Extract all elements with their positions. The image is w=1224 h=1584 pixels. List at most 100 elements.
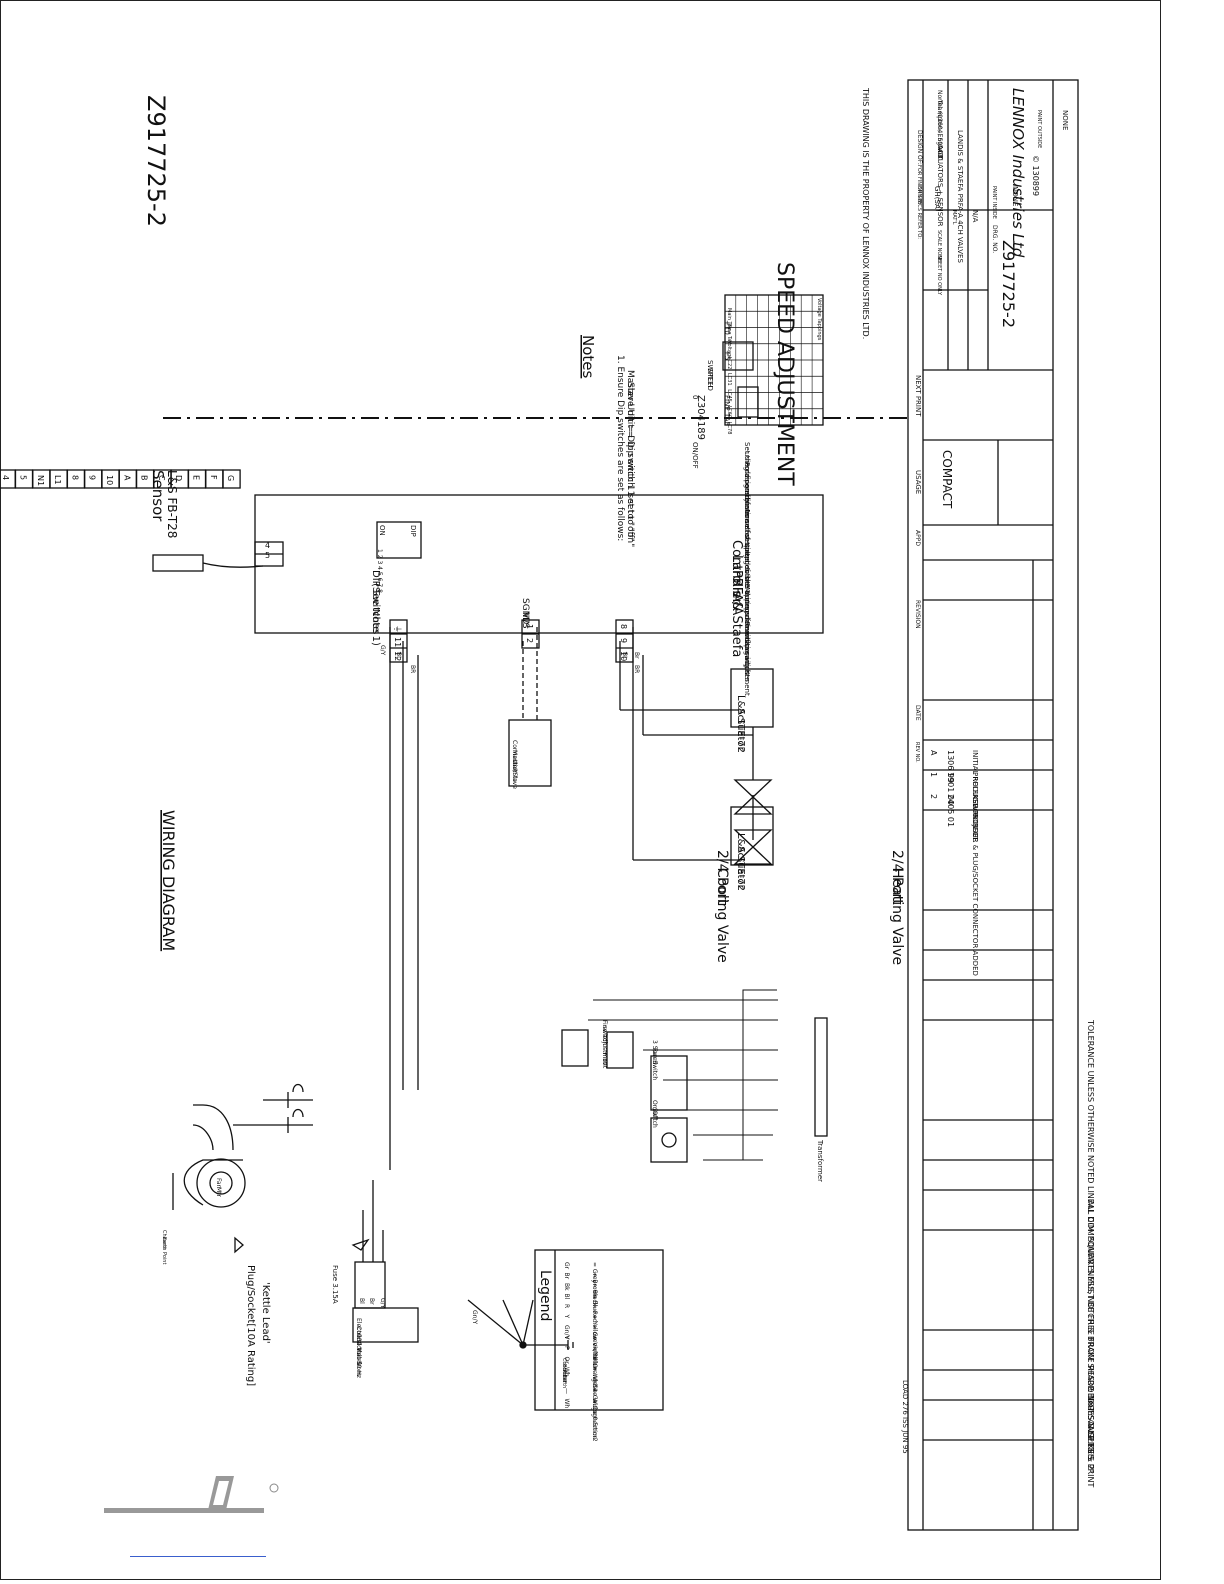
fan-motor: Fan Mtr Chassis Earth Point [161, 1083, 313, 1264]
controller-terminal-c: 8 9 10 [615, 619, 634, 663]
terminal-label: 10 [105, 475, 114, 485]
svg-text:USAGE: USAGE [914, 470, 922, 494]
legend-desc: = Orange [591, 1357, 598, 1386]
svg-text:MAT'L: MAT'L [951, 210, 957, 225]
dip-title: DIP Switches [370, 570, 381, 634]
svg-text:8: 8 [619, 624, 628, 629]
controller-line1: Controller [729, 540, 744, 605]
wiring-diagram-svg: Z917725-2 WIRING DIAGRAM 4 5 Sensor L&S … [0, 79, 1095, 1531]
terminal-label: F [209, 475, 218, 480]
sensor-wire [202, 562, 264, 568]
svg-text:10: 10 [619, 651, 628, 661]
heating-valve-icon [733, 829, 773, 865]
svg-text:For fine adjustment of speed o: For fine adjustment of speed on site dur… [743, 462, 751, 675]
svg-text:Electrical Mains: Electrical Mains [355, 1318, 362, 1365]
svg-text:ACTUATORS + SENSOR: ACTUATORS + SENSOR [936, 145, 944, 227]
legend-desc: = Grey [591, 1262, 598, 1284]
dip-switch [376, 521, 422, 559]
svg-text:BL: BL [395, 652, 402, 660]
legend-code: — [563, 1388, 570, 1394]
cooling-valve-icon [733, 779, 773, 815]
controller-terminal-b: 1 2 SGND M/S [520, 598, 540, 649]
sensor-term-4: 4 [265, 541, 270, 550]
svg-text:N/A: N/A [971, 210, 979, 223]
legend-title: Legend [537, 1270, 553, 1321]
svg-text:Actuator: Actuator [735, 708, 746, 752]
svg-text:L&S STE-72: L&S STE-72 [735, 833, 746, 891]
design-name: LANDIS & STAEFA PRFA-A 4CH VALVES [956, 130, 964, 263]
speed-row-label: LC22 [726, 357, 732, 370]
svg-text:SHEET NO ONLY: SHEET NO ONLY [936, 255, 942, 296]
svg-text:DATE: DATE [914, 705, 921, 721]
internal-wiring [588, 999, 778, 1161]
lennox-corner-logo [104, 1476, 279, 1513]
speed-row-label: Fine Tap [726, 324, 732, 344]
svg-text:Box Earth: Box Earth [561, 1364, 567, 1388]
dip-on-label: ON [378, 525, 386, 536]
notes-line2: Master Unit = Dip switch 1 set to "off" [625, 370, 635, 542]
svg-text:SWITCH: SWITCH [706, 360, 714, 387]
speed-adjustment: Z304189 SWITCH SPEED FINE TAP +10 +5 0 O… [691, 262, 824, 698]
svg-text:0: 0 [691, 395, 699, 399]
fuse-icon [351, 1238, 370, 1251]
sensor-probe [152, 554, 204, 572]
speed-row-label: LC60 [726, 406, 732, 419]
transformer: Transformer [814, 1017, 828, 1182]
svg-text:Controller: Controller [561, 1358, 567, 1384]
legend-desc: = Brown [591, 1273, 598, 1299]
svg-text:ALL COMPONENTS MUST BE FREE FR: ALL COMPONENTS MUST BE FREE FROM SHARP E… [1086, 1200, 1095, 1459]
svg-text:DO NOT SCALE THIS PRINT: DO NOT SCALE THIS PRINT [1086, 1380, 1095, 1488]
svg-text:Earth Point: Earth Point [161, 1237, 167, 1264]
speed-switch-icon [722, 341, 754, 371]
svg-text:DESIGN OF:: DESIGN OF: [916, 130, 923, 165]
legend-desc: = Yellow [591, 1315, 598, 1340]
svg-text:TOLERANCE UNLESS OTHERWISE NOT: TOLERANCE UNLESS OTHERWISE NOTED LINEAL … [1086, 1019, 1095, 1477]
svg-text:Heating Valve: Heating Valve [889, 868, 905, 965]
svg-text:FOR FINISH SPECS REFER TO:: FOR FINISH SPECS REFER TO: [916, 165, 922, 239]
legend-desc: = Connection [591, 1399, 598, 1440]
svg-text:Br: Br [368, 1298, 375, 1305]
revision-date: 2405 01 [946, 794, 955, 827]
revision-no: 2 [929, 794, 938, 799]
drawing-id: Z917725-2 [142, 95, 170, 227]
svg-text:Plug/Socket[10A Rating]: Plug/Socket[10A Rating] [245, 1265, 256, 1386]
svg-text:NONE: NONE [1061, 110, 1069, 130]
svg-text:SPEED: SPEED [706, 368, 714, 391]
svg-text:FINE TAP: FINE TAP [723, 395, 731, 426]
legend-desc: = Black [591, 1283, 598, 1307]
svg-text:Point: Point [561, 1370, 567, 1382]
rotated-drawing: Z917725-2 WIRING DIAGRAM 4 5 Sensor L&S … [0, 79, 1095, 1531]
svg-text:PAINT INSIDE: PAINT INSIDE [991, 186, 997, 219]
svg-text:⏚: ⏚ [393, 625, 402, 633]
svg-text:ON/OFF: ON/OFF [691, 442, 699, 469]
revision-date: 1901 00 [946, 772, 955, 805]
svg-text:+5: +5 [723, 350, 731, 360]
svg-text:GH(SA): GH(SA) [933, 186, 941, 212]
svg-text:Northampton, England: Northampton, England [936, 90, 943, 158]
link-underline [130, 1556, 266, 1557]
svg-text:using a combination of setting: using a combination of settings of the M… [743, 452, 751, 684]
legend-code: V [563, 1336, 570, 1341]
svg-text:PAINT OUTSIDE: PAINT OUTSIDE [1036, 110, 1042, 148]
company-name: LENNOX Industries Ltd [1009, 88, 1027, 258]
notes-line3: Slave Unit = Dip switch 1 set to "on" [625, 382, 635, 547]
svg-text:Set the design reference fan s: Set the design reference fan speed to th… [743, 442, 751, 659]
speed-row-label: LC31 [726, 373, 732, 386]
svg-text:SCALE NONE: SCALE NONE [936, 230, 942, 262]
speed-row-label: Voltage [726, 341, 732, 360]
legend-code: Wh [563, 1399, 570, 1409]
dip-dip-label: DIP [409, 525, 417, 537]
svg-text:Master/Slave: Master/Slave [511, 750, 518, 789]
svg-text:3 Speed: 3 Speed [651, 1040, 658, 1065]
speed-row-label: LC78 [726, 422, 732, 435]
svg-text:Connection to: Connection to [511, 740, 518, 782]
title-block-frame [907, 79, 1079, 1531]
dip-note: (See Note 1) [370, 583, 381, 646]
svg-text:Switch: Switch [651, 1108, 658, 1128]
legend-code: Bk [563, 1283, 570, 1291]
mains-connection: Electrical Mains Connection from 230 Vol… [234, 1180, 419, 1386]
sheet-border [0, 0, 1161, 1580]
fine-switches: Fine adjustment switch - + 5v [561, 1020, 634, 1069]
revision-text: PRODUCTION ISSUE [971, 772, 979, 842]
